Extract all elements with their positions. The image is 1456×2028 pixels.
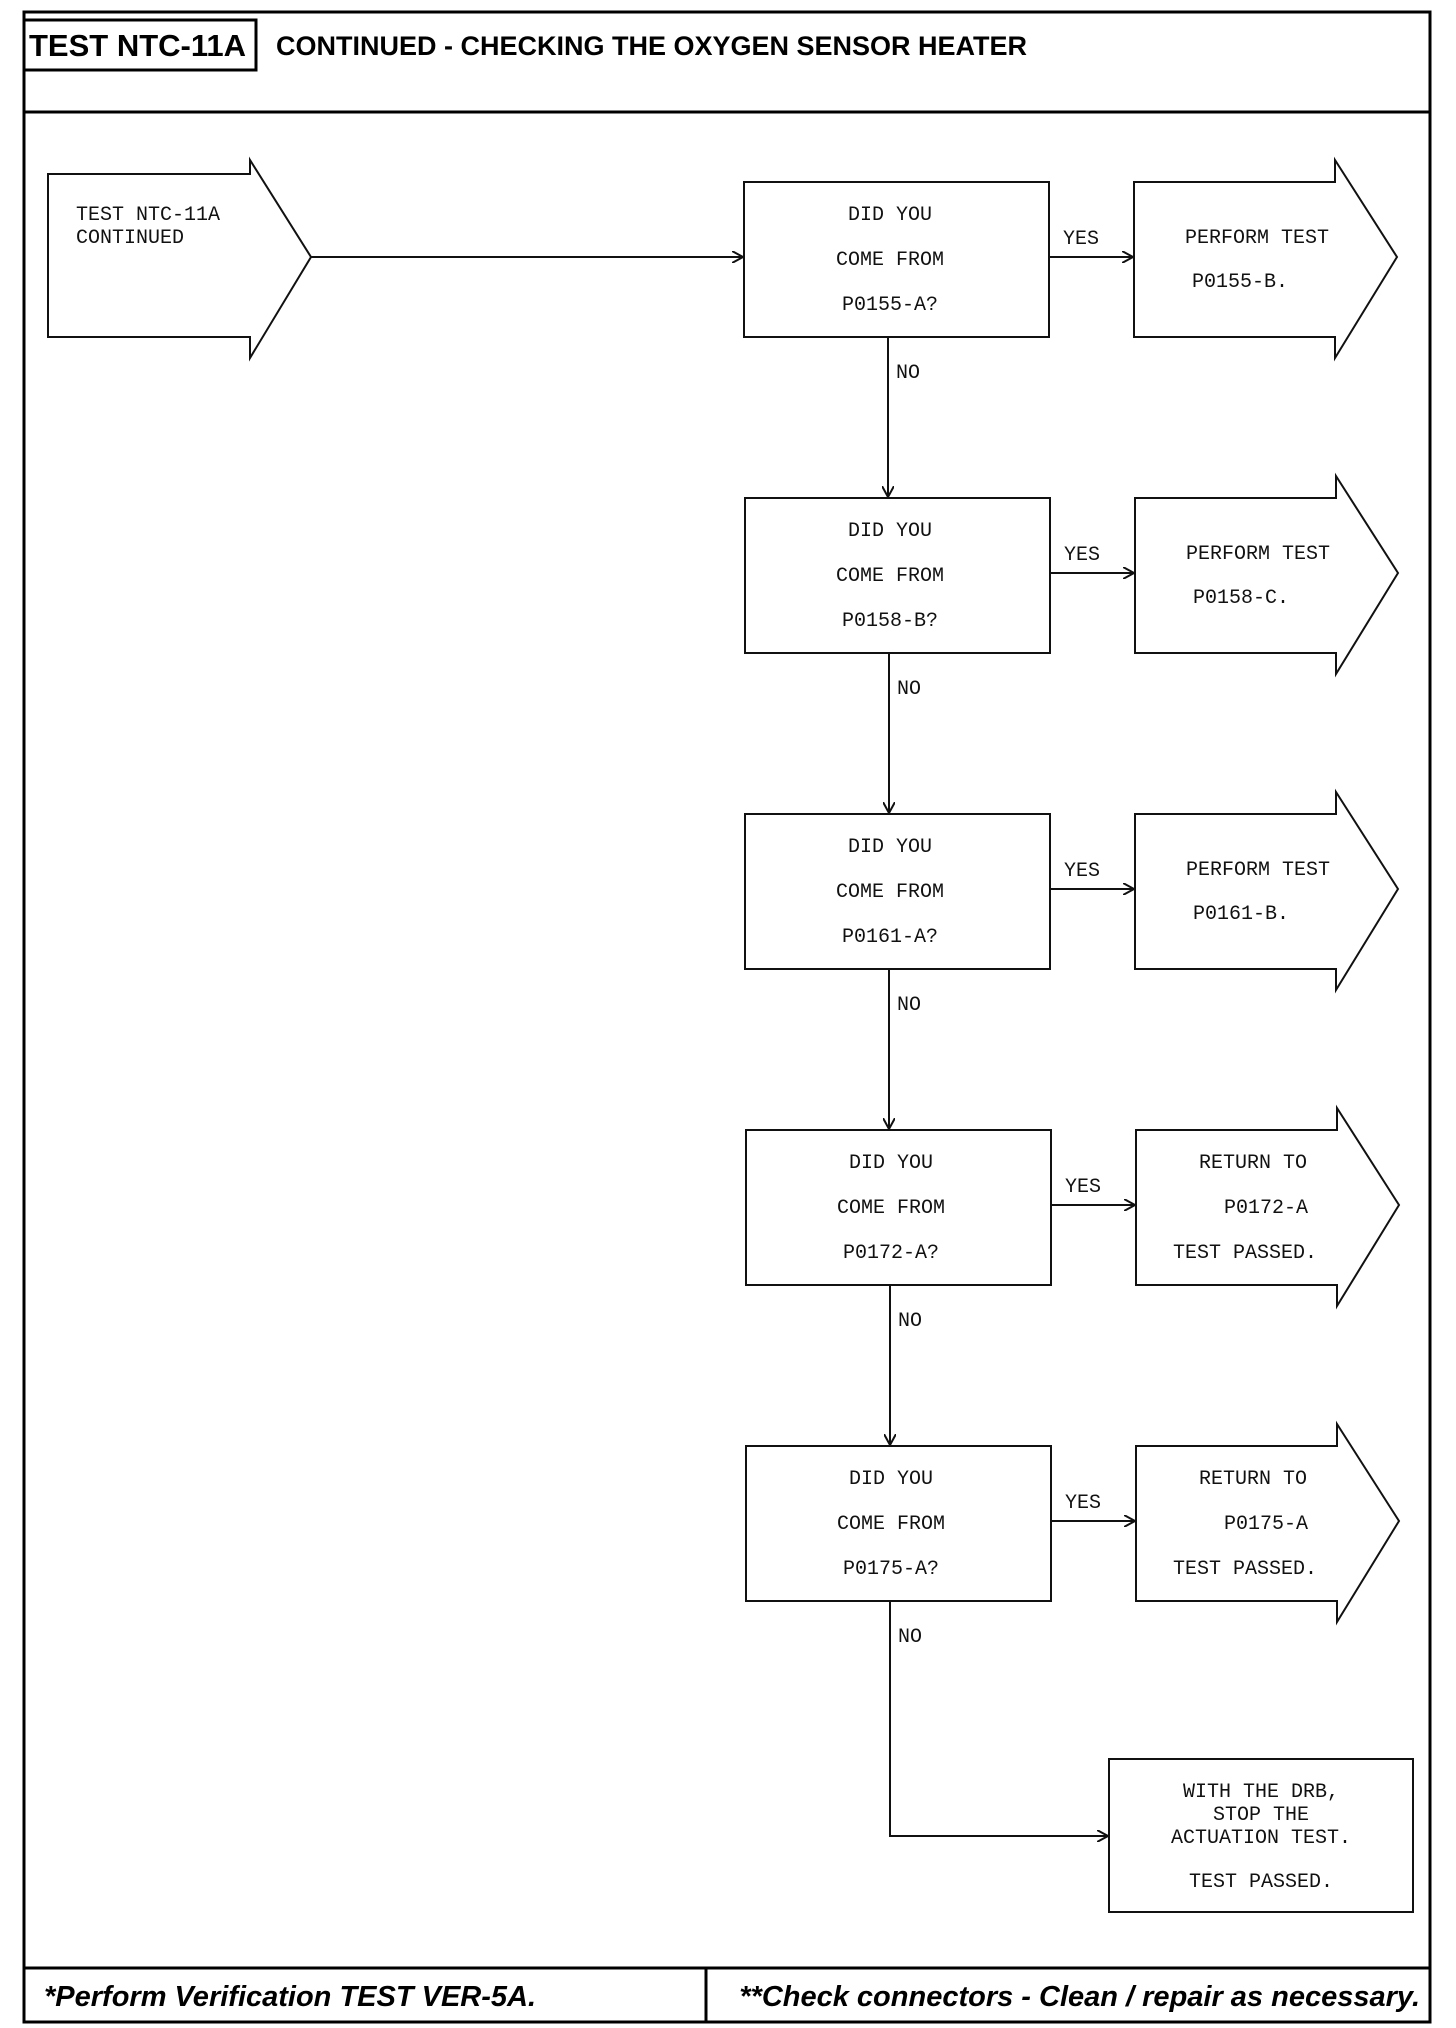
no-label-3: NO: [897, 994, 921, 1017]
outcome-5-line2: P0175-A: [1224, 1513, 1308, 1536]
outcome-1-line2: P0155-B.: [1192, 271, 1288, 294]
no-label-1: NO: [896, 362, 920, 385]
no-label-5: NO: [898, 1626, 922, 1649]
outcome-5-line3: TEST PASSED.: [1173, 1558, 1317, 1581]
decision-5-line3: P0175-A?: [843, 1558, 939, 1581]
decision-box-2: [744, 497, 1051, 654]
decision-4-line2: COME FROM: [837, 1197, 945, 1220]
final-line1: WITH THE DRB,: [1183, 1781, 1339, 1804]
decision-1-line3: P0155-A?: [842, 294, 938, 317]
decision-2-line3: P0158-B?: [842, 610, 938, 633]
footer-connector-note: **Check connectors - Clean / repair as n…: [739, 1981, 1420, 2013]
yes-label-3: YES: [1064, 860, 1100, 883]
yes-label-1: YES: [1063, 228, 1099, 251]
decision-2-line1: DID YOU: [848, 520, 932, 543]
outcome-2-line1: PERFORM TEST: [1186, 543, 1330, 566]
final-line3: ACTUATION TEST.: [1171, 1827, 1351, 1850]
decision-1-line2: COME FROM: [836, 249, 944, 272]
no-label-4: NO: [898, 1310, 922, 1333]
decision-3-line3: P0161-A?: [842, 926, 938, 949]
outcome-2-line2: P0158-C.: [1193, 587, 1289, 610]
footer-verification-note: *Perform Verification TEST VER-5A.: [44, 1981, 536, 2013]
outcome-4-line3: TEST PASSED.: [1173, 1242, 1317, 1265]
outcome-3-line1: PERFORM TEST: [1186, 859, 1330, 882]
final-box: [1108, 1758, 1414, 1913]
outer-frame: [22, 10, 1432, 2024]
decision-box-4: [745, 1129, 1052, 1286]
decision-2-line2: COME FROM: [836, 565, 944, 588]
outcome-arrow-5: [1135, 1420, 1401, 1626]
outcome-1-line1: PERFORM TEST: [1185, 227, 1329, 250]
yes-label-2: YES: [1064, 544, 1100, 567]
yes-label-4: YES: [1065, 1176, 1101, 1199]
outcome-4-line1: RETURN TO: [1199, 1152, 1307, 1175]
decision-5-line2: COME FROM: [837, 1513, 945, 1536]
outcome-4-line2: P0172-A: [1224, 1197, 1308, 1220]
yes-label-5: YES: [1065, 1492, 1101, 1515]
decision-3-line2: COME FROM: [836, 881, 944, 904]
start-label-line2: CONTINUED: [76, 227, 184, 250]
outcome-arrow-3: [1134, 788, 1400, 994]
outcome-3-line2: P0161-B.: [1193, 903, 1289, 926]
decision-box-1: [743, 181, 1050, 338]
outcome-arrow-4: [1135, 1104, 1401, 1310]
final-line2: STOP THE: [1213, 1804, 1309, 1827]
test-id-label: TEST NTC-11A: [29, 28, 246, 63]
start-label-line1: TEST NTC-11A: [76, 204, 220, 227]
no-connector-5: [889, 1601, 1108, 1836]
start-arrow-shape: [47, 156, 313, 362]
decision-4-line1: DID YOU: [849, 1152, 933, 1175]
decision-box-5: [745, 1445, 1052, 1602]
decision-box-3: [744, 813, 1051, 970]
decision-1-line1: DID YOU: [848, 204, 932, 227]
no-label-2: NO: [897, 678, 921, 701]
decision-3-line1: DID YOU: [848, 836, 932, 859]
outcome-5-line1: RETURN TO: [1199, 1468, 1307, 1491]
final-line4: TEST PASSED.: [1189, 1871, 1333, 1894]
decision-4-line3: P0172-A?: [843, 1242, 939, 1265]
outcome-arrow-2: [1134, 472, 1400, 678]
outcome-arrow-1: [1133, 156, 1399, 362]
decision-5-line1: DID YOU: [849, 1468, 933, 1491]
page-title: CONTINUED - CHECKING THE OXYGEN SENSOR H…: [276, 31, 1027, 61]
test-id-box: [22, 18, 258, 72]
